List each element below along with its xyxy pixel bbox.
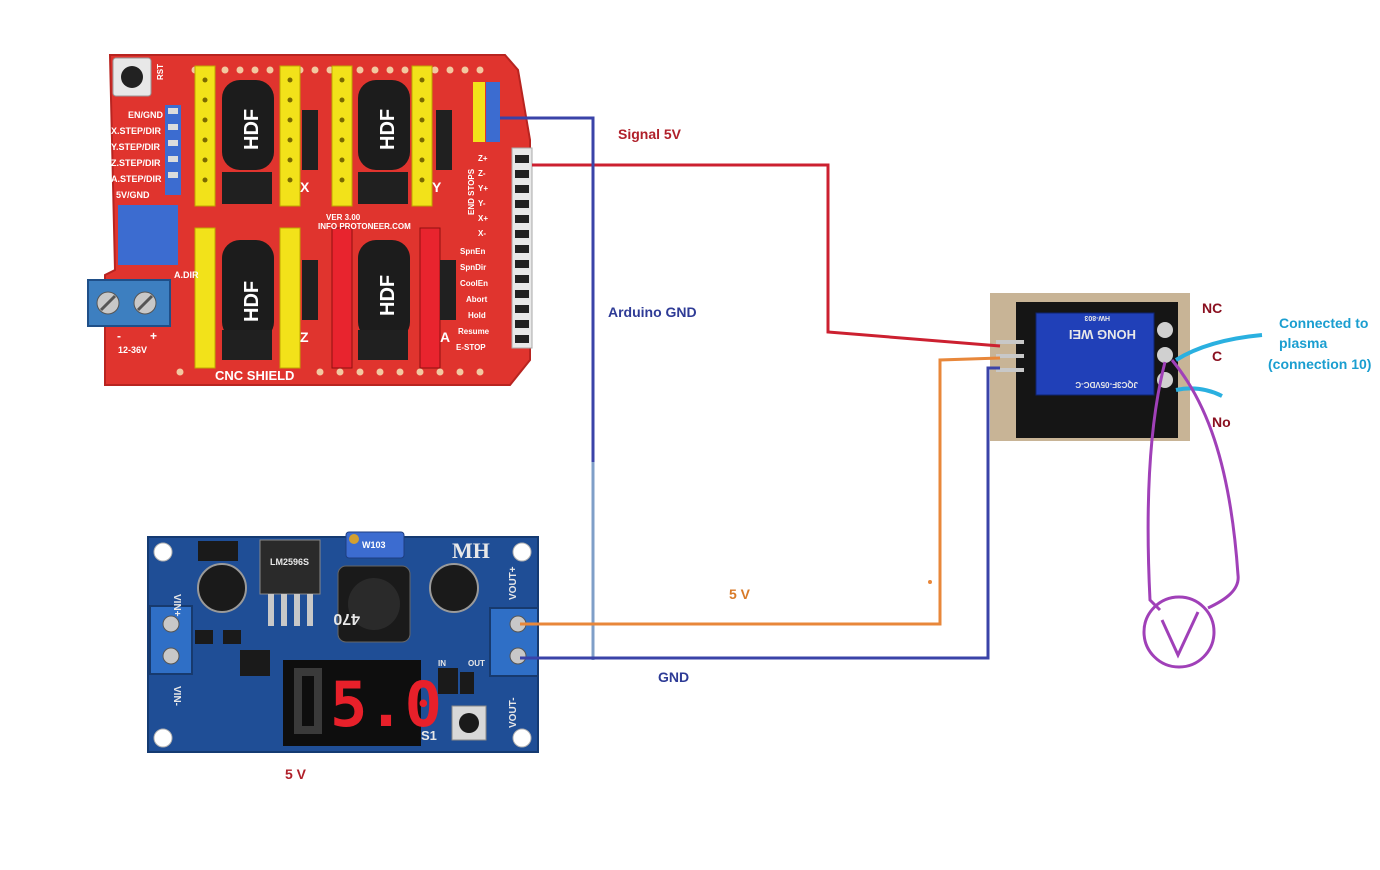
axis-letter-a: A [440, 329, 450, 345]
ctrl-pin-spnen: SpnEn [460, 247, 485, 256]
axis-pin-yp: Y+ [478, 184, 488, 193]
vout-minus-label: VOUT- [508, 697, 519, 728]
pin-label-a: A.STEP/DIR [111, 174, 162, 184]
voltmeter-lead-right [1170, 359, 1240, 610]
axis-letter-x: X [300, 179, 310, 195]
rst-label: RST [156, 64, 165, 80]
plasma-label-line3: (connection 10) [1268, 356, 1372, 372]
version-label: VER 3.00 [326, 213, 361, 222]
plasma-label-line2: plasma [1279, 335, 1328, 351]
five-v-bottom-label: 5 V [285, 766, 307, 782]
voltmeter-circle [1142, 595, 1216, 669]
axis-pin-xp: X+ [478, 214, 488, 223]
plasma-wire-c [1174, 333, 1263, 362]
minus-label: - [117, 329, 121, 343]
pot-label: W103 [362, 540, 386, 550]
cnc-shield-board: EN/GND X.STEP/DIR Y.STEP/DIR Z.STEP/DIR … [87, 54, 533, 386]
chip-label: LM2596S [270, 557, 309, 567]
axis-letter-y: Y [432, 179, 442, 195]
out-label: OUT [468, 659, 485, 668]
url-label: INFO PROTONEER.COM [318, 222, 411, 231]
relay-brand: HONG WEI [1069, 327, 1136, 342]
endstops-label: END STOPS [467, 168, 476, 215]
capacitor-4-label: HDF [377, 275, 399, 316]
pin-label-z: Z.STEP/DIR [111, 158, 161, 168]
plus-label: + [150, 329, 157, 343]
five-v-wire [520, 356, 1001, 626]
voltmeter-lead-left [1146, 361, 1167, 612]
voltage-display: 5.0 [330, 668, 442, 741]
pin-label-en: EN/GND [128, 110, 164, 120]
plasma-label-line1: Connected to [1279, 315, 1369, 331]
capacitor-3-label: HDF [241, 281, 263, 322]
button-label: S1 [421, 728, 437, 743]
dc-dc-converter-board: MH S1 OUT IN LM2596S W103 470 VIN+ VIN- … [147, 531, 539, 753]
axis-pin-xm: X- [478, 229, 486, 238]
gnd-label: GND [658, 669, 690, 685]
ctrl-pin-abort: Abort [466, 295, 488, 304]
gnd-wire [520, 366, 1000, 660]
converter-brand: MH [452, 538, 490, 563]
ctrl-pin-estop: E-STOP [456, 343, 486, 352]
ctrl-pin-hold: Hold [468, 311, 486, 320]
nc-label: NC [1202, 300, 1223, 316]
arduino-gnd-wire [500, 116, 595, 462]
axis-pin-zm: Z- [478, 169, 486, 178]
signal-wire [532, 163, 1001, 348]
vin-minus-label: VIN- [171, 686, 182, 706]
relay-model: JQC3F-05VDC-C [1075, 380, 1138, 389]
no-label: No [1212, 414, 1231, 430]
axis-pin-zp: Z+ [478, 154, 488, 163]
pin-label-x: X.STEP/DIR [111, 126, 162, 136]
pin-label-5v: 5V/GND [116, 190, 150, 200]
plasma-wire-no [1175, 386, 1223, 398]
ctrl-pin-spndir: SpnDir [460, 263, 486, 272]
axis-pin-ym: Y- [478, 199, 486, 208]
cnc-shield-title: CNC SHIELD [215, 368, 294, 383]
ctrl-pin-coolen: CoolEn [460, 279, 488, 288]
relay-board-label: HW-803 [1084, 314, 1110, 321]
in-label: IN [438, 659, 446, 668]
voltmeter-v-symbol [1160, 611, 1200, 659]
axis-letter-z: Z [300, 329, 309, 345]
arduino-gnd-label: Arduino GND [608, 304, 697, 320]
power-label: 12-36V [118, 345, 147, 355]
wires [500, 116, 1263, 669]
capacitor-2-label: HDF [377, 109, 399, 150]
c-label: C [1212, 348, 1223, 364]
signal-label: Signal 5V [618, 126, 682, 142]
ctrl-pin-resume: Resume [458, 327, 490, 336]
relay-module-photo: HONG WEI HW-803 JQC3F-05VDC-C [990, 293, 1190, 441]
five-v-wire-label: 5 V [729, 586, 751, 602]
vin-plus-label: VIN+ [171, 594, 182, 617]
inductor-label: 470 [333, 610, 360, 627]
pin-label-y: Y.STEP/DIR [111, 142, 161, 152]
vout-plus-label: VOUT+ [508, 566, 519, 600]
a-dir-label: A.DIR [174, 270, 199, 280]
capacitor-1-label: HDF [241, 109, 263, 150]
